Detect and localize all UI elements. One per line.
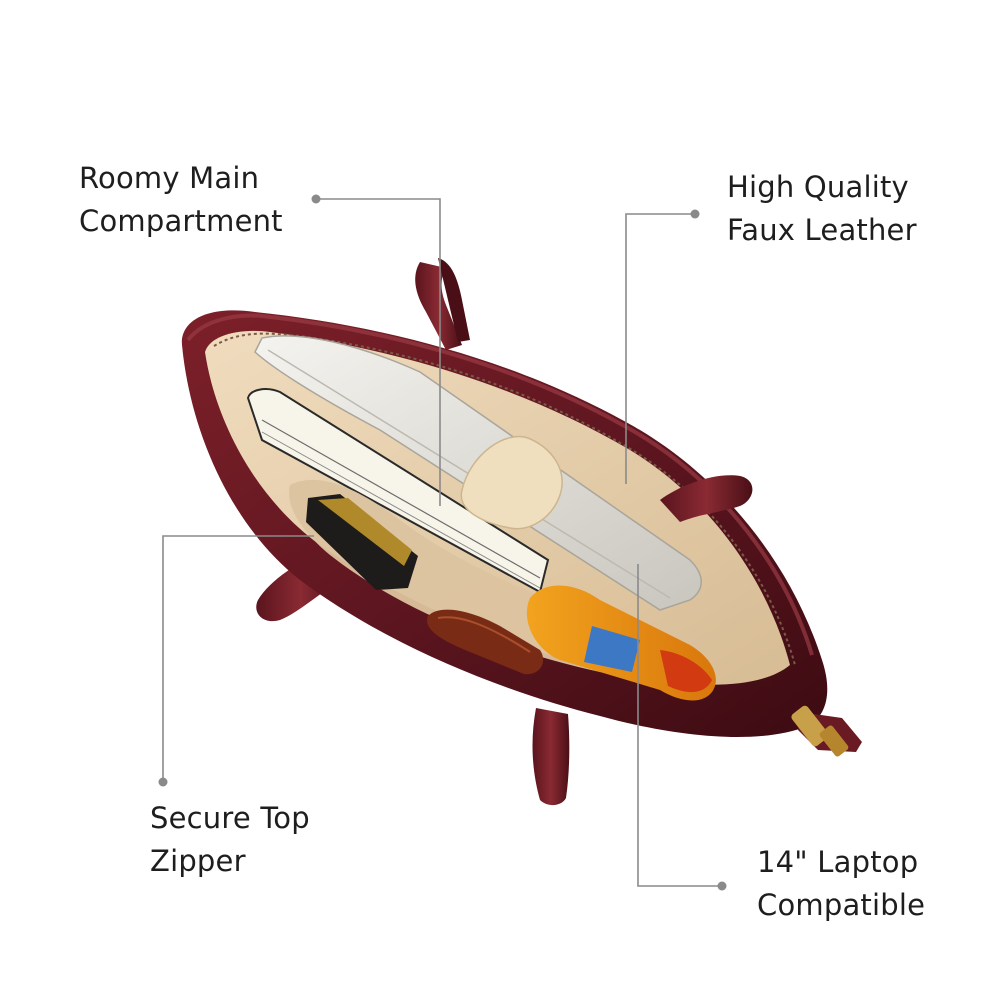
callout-faux-leather: High Quality Faux Leather (727, 166, 917, 252)
leader-lines (158, 194, 727, 891)
callout-top-zipper-line2: Zipper (150, 844, 246, 878)
laptop-strap (460, 435, 563, 530)
callout-laptop-line1: 14" Laptop (757, 845, 919, 879)
back-handle (415, 258, 470, 350)
leader-faux-leather (625, 209, 700, 484)
callout-faux-leather-line1: High Quality (727, 170, 909, 204)
right-handle (660, 475, 753, 522)
callout-faux-leather-line2: Faux Leather (727, 213, 917, 247)
callout-main-compartment-line2: Compartment (79, 204, 283, 238)
callout-top-zipper: Secure Top Zipper (150, 797, 310, 883)
front-handle (532, 708, 570, 806)
leader-main-compartment (311, 194, 441, 506)
callout-main-compartment-line1: Roomy Main (79, 161, 260, 195)
callout-laptop: 14" Laptop Compatible (757, 841, 925, 927)
leader-top-zipper (158, 535, 314, 787)
callout-laptop-line2: Compatible (757, 888, 926, 922)
leader-laptop (637, 564, 727, 891)
callout-main-compartment: Roomy Main Compartment (79, 157, 283, 243)
callout-top-zipper-line1: Secure Top (150, 801, 310, 835)
phone (306, 494, 418, 590)
wallet (427, 609, 544, 675)
bottle (526, 585, 716, 701)
notebook (246, 388, 550, 594)
zipper-pull-icon (791, 705, 862, 757)
